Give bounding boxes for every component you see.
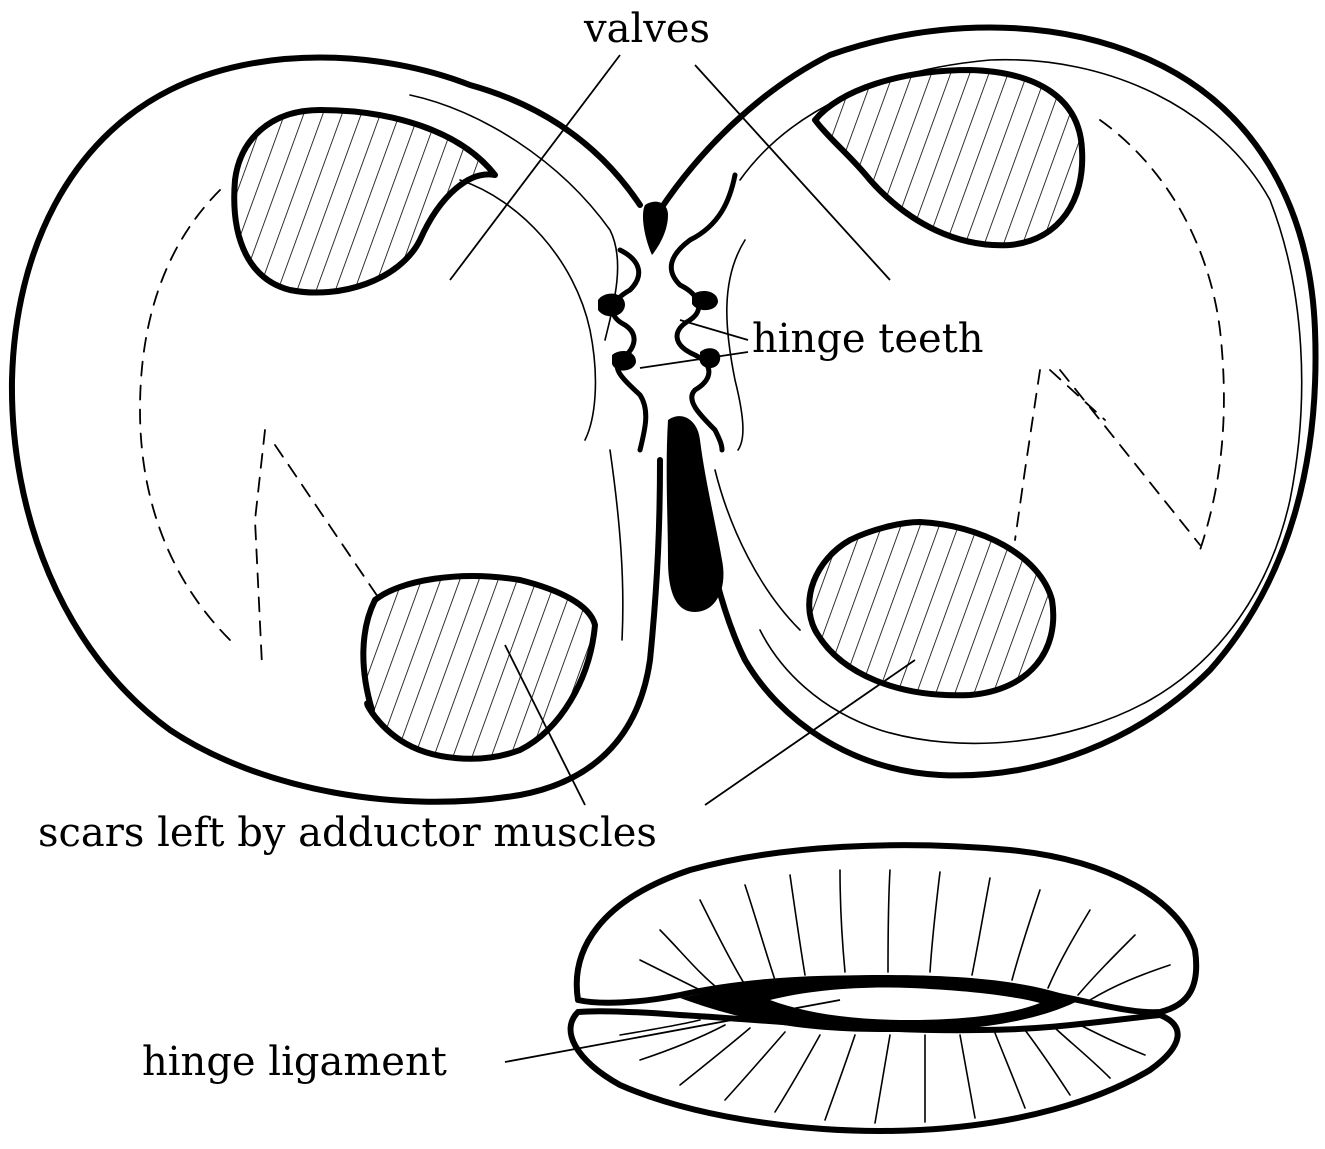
right-valve-rim-line bbox=[727, 240, 745, 450]
right-upper-scar bbox=[815, 70, 1082, 245]
left-upper-scar bbox=[234, 110, 495, 293]
right-pallial-sinus bbox=[1015, 370, 1200, 545]
right-valve-rim-line-2 bbox=[715, 470, 800, 630]
left-lower-scar bbox=[363, 576, 595, 759]
leader-hinge-teeth-upper bbox=[680, 320, 748, 340]
label-valves: valves bbox=[583, 6, 710, 52]
tooth-knob-1 bbox=[598, 294, 625, 317]
tooth-knob-3 bbox=[692, 291, 718, 310]
label-hinge-ligament: hinge ligament bbox=[142, 1039, 447, 1085]
ligament-view bbox=[571, 845, 1197, 1131]
hinge-tooth-right bbox=[671, 175, 735, 450]
hinge-tooth-left bbox=[613, 250, 646, 450]
left-valve bbox=[12, 58, 660, 802]
umbo-tip bbox=[643, 202, 668, 255]
left-pallial-line bbox=[140, 190, 230, 640]
hinge-area bbox=[598, 175, 735, 612]
label-hinge-teeth: hinge teeth bbox=[752, 316, 984, 362]
right-lower-scar bbox=[809, 522, 1053, 695]
right-valve bbox=[660, 28, 1316, 776]
hinge-ligament-blob bbox=[667, 416, 724, 612]
leader-hinge-ligament bbox=[505, 1000, 840, 1062]
left-pallial-sinus bbox=[255, 430, 380, 665]
leader-scars-right bbox=[705, 660, 915, 805]
left-valve-rim-line bbox=[610, 450, 623, 640]
label-scars: scars left by adductor muscles bbox=[38, 810, 657, 856]
tooth-knob-2 bbox=[612, 351, 636, 371]
left-valve-rim-line-2 bbox=[460, 180, 595, 440]
right-pallial-line bbox=[1100, 120, 1224, 550]
